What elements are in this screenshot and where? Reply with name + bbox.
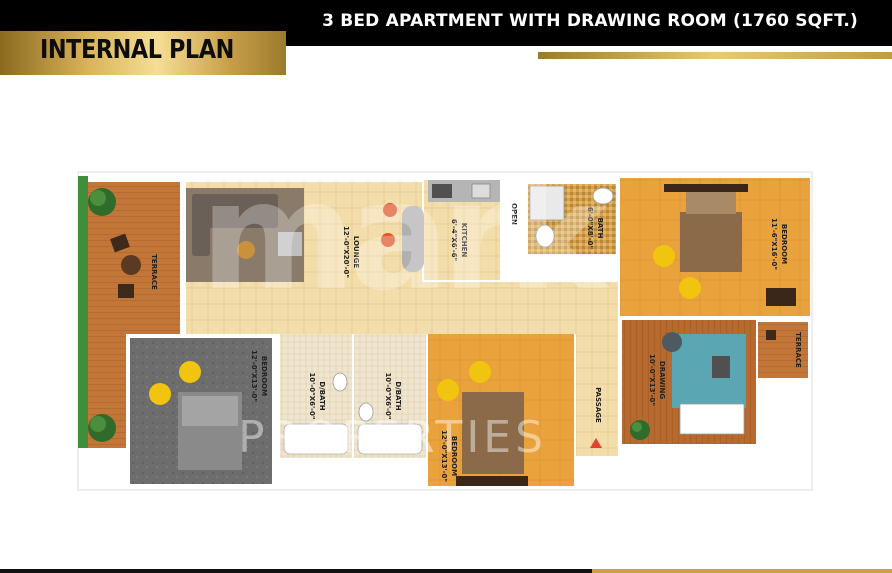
chair-yellow	[653, 245, 675, 267]
chair-yellow	[679, 277, 701, 299]
bed-icon	[680, 212, 742, 272]
bed-icon	[462, 392, 524, 474]
kitchen-counter	[402, 206, 424, 272]
passage-floor	[576, 282, 618, 456]
label-dbath-left-dim: 10'-0"X6'-0"	[308, 372, 316, 419]
headboard	[456, 476, 528, 486]
drawing-rug	[672, 334, 746, 408]
headboard	[664, 184, 748, 192]
planter-strip	[78, 176, 88, 448]
footer-gold-line	[592, 569, 892, 573]
stove-icon	[432, 184, 452, 198]
terrace-chair	[766, 330, 776, 340]
label-drawing: DRAWING	[658, 361, 666, 399]
label-drawing-dim: 10'-0"X13'-0"	[648, 354, 656, 406]
chair-yellow	[469, 361, 491, 383]
coffee-table	[237, 241, 255, 259]
marker-icon	[590, 438, 602, 448]
label-bedroom-left-dim: 12'-0"X13'-0"	[250, 350, 258, 402]
bed-sheet	[182, 396, 238, 426]
label-bath-top-dim: 6'-0"X8'-0"	[586, 207, 594, 249]
label-terrace-left: TERRACE	[150, 254, 158, 290]
sofa	[192, 194, 278, 228]
basin-icon	[592, 187, 614, 205]
section-label: INTERNAL PLAN	[40, 35, 234, 65]
chair-yellow	[179, 361, 201, 383]
label-open: OPEN	[510, 203, 518, 225]
bathtub-icon	[283, 423, 349, 455]
shower-icon	[529, 185, 565, 221]
pillows	[686, 192, 736, 214]
label-bedroom-center: BEDROOM	[450, 436, 458, 476]
chair-yellow	[149, 383, 171, 405]
plant-icon	[88, 188, 116, 216]
label-bedroom-left: BEDROOM	[260, 356, 268, 396]
plant-icon	[88, 414, 116, 442]
terrace-chair	[110, 233, 130, 253]
armchair	[278, 232, 302, 256]
toilet-icon	[358, 402, 374, 422]
sink-icon	[471, 183, 491, 199]
label-dbath-right-dim: 10'-0"X6'-0"	[384, 372, 392, 419]
label-bedroom-top-dim: 11'-6"X16'-0"	[770, 218, 778, 270]
drawing-table	[712, 356, 730, 378]
chair-yellow	[437, 379, 459, 401]
label-dbath-right: D/BATH	[394, 381, 402, 410]
watermark-logo: mark	[200, 150, 607, 324]
label-bedroom-top: BEDROOM	[780, 224, 788, 264]
label-lounge: LOUNGE	[352, 236, 360, 268]
plant-icon	[630, 420, 650, 440]
gold-accent-line	[538, 52, 892, 59]
desk	[766, 288, 796, 306]
label-terrace-right: TERRACE	[794, 332, 802, 368]
page-title: 3 BED APARTMENT WITH DRAWING ROOM (1760 …	[322, 11, 858, 31]
label-dbath-left: D/BATH	[318, 381, 326, 410]
toilet-icon	[535, 224, 555, 248]
label-kitchen: KITCHEN	[460, 223, 468, 258]
label-bedroom-center-dim: 12'-0"X13'-0"	[440, 430, 448, 482]
terrace-chair	[118, 284, 134, 298]
armchair	[662, 332, 682, 352]
label-bath-top: BATH	[596, 218, 604, 239]
watermark-subtext: PROPERTIES	[238, 412, 548, 463]
bathtub-icon	[357, 423, 423, 455]
bar-stool	[383, 203, 397, 217]
footer-bar	[0, 569, 892, 573]
sofa	[679, 403, 745, 435]
corridor-floor	[186, 282, 618, 334]
sofa	[192, 194, 210, 256]
label-passage: PASSAGE	[594, 387, 602, 423]
label-kitchen-dim: 6'-4"X6'-6"	[450, 219, 458, 261]
section-tab: INTERNAL PLAN	[0, 31, 286, 75]
toilet-icon	[332, 372, 348, 392]
label-lounge-dim: 12'-0"X20'-0"	[342, 226, 350, 278]
terrace-table	[121, 255, 141, 275]
bar-stool	[381, 233, 395, 247]
